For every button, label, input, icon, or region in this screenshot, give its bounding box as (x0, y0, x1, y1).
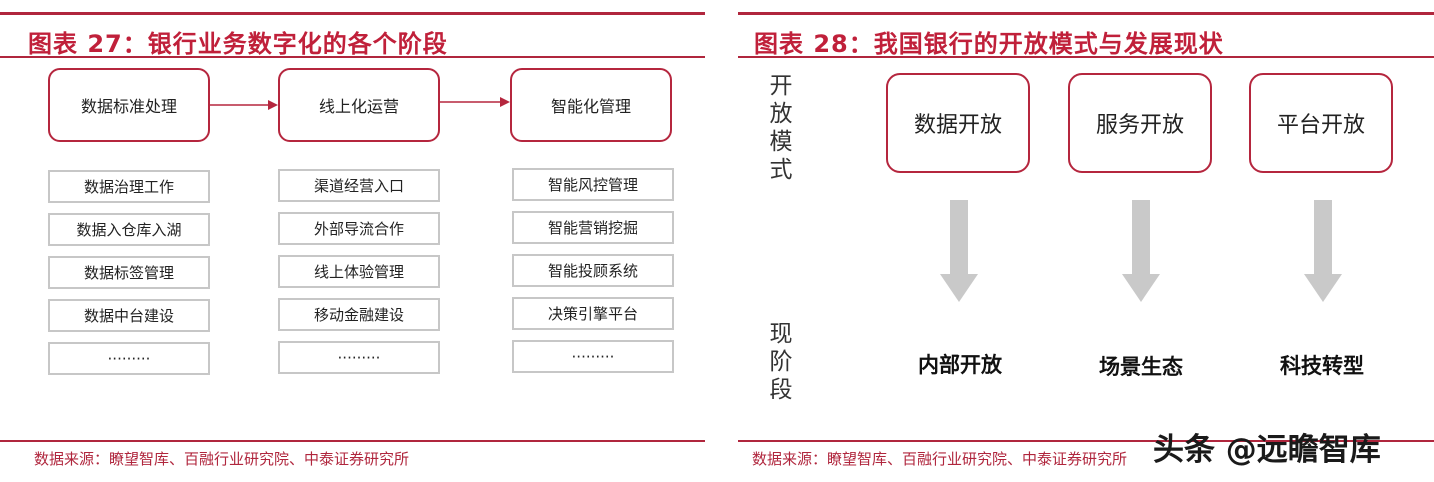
vertical-label-current-stage: 现 阶 段 (766, 320, 796, 404)
source-text: 数据来源：瞭望智库、百融行业研究院、中泰证券研究所 (752, 450, 1128, 468)
list-item-ellipsis: ········· (278, 341, 440, 374)
source-rule (0, 440, 705, 442)
figure-27-title-bar: 图表 27：银行业务数字化的各个阶段 (0, 12, 705, 58)
list-item: 智能营销挖掘 (512, 211, 674, 244)
source-rule (738, 440, 1434, 442)
title-bottom-rule (0, 56, 705, 58)
vertical-label-char: 式 (769, 157, 793, 183)
figure-27-source: 数据来源：瞭望智库、百融行业研究院、中泰证券研究所 (0, 440, 705, 470)
status-tech-transformation: 科技转型 (1280, 354, 1364, 378)
vertical-label-open-mode: 开 放 模 式 (766, 72, 796, 184)
status-internal-open: 内部开放 (918, 353, 1002, 377)
stage-arrow-2 (440, 97, 510, 107)
down-arrow-3 (1304, 200, 1342, 302)
list-item-ellipsis: ········· (512, 340, 674, 373)
mode-box-service-open: 服务开放 (1068, 73, 1212, 173)
stage-arrow-1 (210, 100, 278, 110)
status-scene-ecosystem: 场景生态 (1099, 355, 1183, 379)
list-item: 智能投顾系统 (512, 254, 674, 287)
stage-box-data-standard: 数据标准处理 (48, 68, 210, 142)
stage-box-online-operation: 线上化运营 (278, 68, 440, 142)
vertical-label-char: 开 (769, 73, 793, 99)
figure-27: 图表 27：银行业务数字化的各个阶段 数据标准处理 线上化运营 智能化管理 数据… (0, 0, 705, 482)
vertical-label-char: 现 (769, 321, 793, 347)
stage-box-intelligent-management: 智能化管理 (510, 68, 672, 142)
figure-27-title: 图表 27：银行业务数字化的各个阶段 (28, 30, 448, 58)
figure-28: 图表 28：我国银行的开放模式与发展现状 开 放 模 式 现 阶 段 数据开放 … (738, 0, 1434, 482)
source-text: 数据来源：瞭望智库、百融行业研究院、中泰证券研究所 (34, 450, 410, 468)
vertical-label-char: 模 (769, 129, 793, 155)
figure-28-title-bar: 图表 28：我国银行的开放模式与发展现状 (738, 12, 1434, 58)
down-arrow-1 (940, 200, 978, 302)
list-item: 移动金融建设 (278, 298, 440, 331)
list-item: 智能风控管理 (512, 168, 674, 201)
list-item: 数据治理工作 (48, 170, 210, 203)
figure-28-title: 图表 28：我国银行的开放模式与发展现状 (754, 30, 1224, 58)
list-item: 数据标签管理 (48, 256, 210, 289)
title-top-rule (738, 12, 1434, 15)
down-arrow-2 (1122, 200, 1160, 302)
list-item: 线上体验管理 (278, 255, 440, 288)
title-bottom-rule (738, 56, 1434, 58)
vertical-label-char: 段 (769, 377, 793, 403)
vertical-label-char: 阶 (769, 349, 793, 375)
list-item: 渠道经营入口 (278, 169, 440, 202)
mode-box-data-open: 数据开放 (886, 73, 1030, 173)
list-item: 数据中台建设 (48, 299, 210, 332)
list-item: 决策引擎平台 (512, 297, 674, 330)
list-item-ellipsis: ········· (48, 342, 210, 375)
figure-28-source: 数据来源：瞭望智库、百融行业研究院、中泰证券研究所 (738, 440, 1434, 470)
title-top-rule (0, 12, 705, 15)
list-item: 外部导流合作 (278, 212, 440, 245)
mode-box-platform-open: 平台开放 (1249, 73, 1393, 173)
watermark-text: 头条 @远瞻智库 (1153, 432, 1381, 468)
vertical-label-char: 放 (769, 101, 793, 127)
list-item: 数据入仓库入湖 (48, 213, 210, 246)
